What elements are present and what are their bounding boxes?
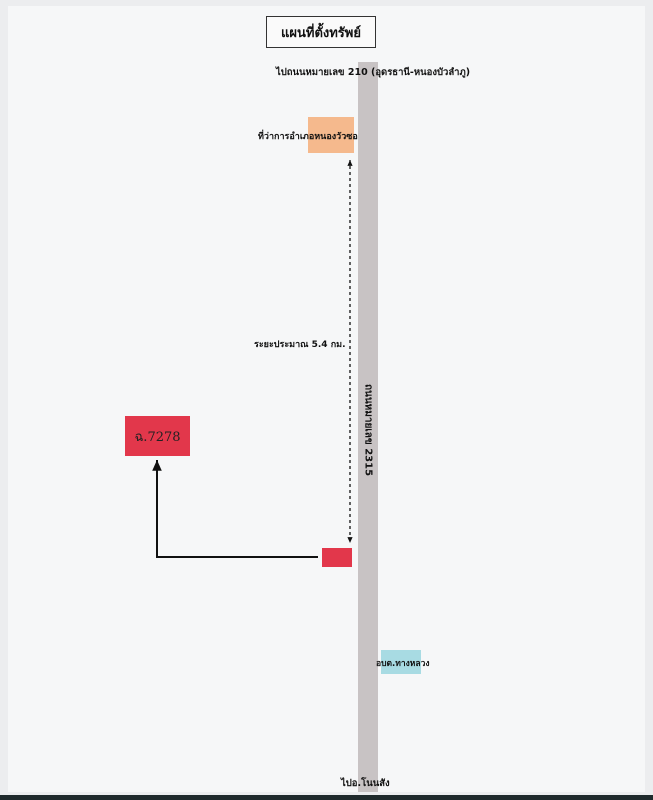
district-office-marker [308, 117, 354, 153]
subdistrict-office-label: อบต.ทางหลวง [376, 659, 430, 669]
map-title: แผนที่ตั้งทรัพย์ [266, 16, 376, 48]
bottom-edge [0, 795, 653, 800]
road-2315 [358, 62, 378, 792]
bottom-destination-label: ไปอ.โนนสัง [341, 778, 390, 789]
property-pointer-arrow [152, 460, 318, 558]
district-office-label: ที่ว่าการอำเภอหนองวัวซอ [258, 132, 358, 142]
subdistrict-office-marker [381, 650, 421, 674]
distance-label: ระยะประมาณ 5.4 กม. [254, 340, 346, 350]
property-deed-label: ฉ.7278 [125, 416, 190, 456]
property-marker [322, 548, 352, 567]
top-destination-label: ไปถนนหมายเลข 210 (อุดรธานี-หนองบัวลำภู) [276, 67, 471, 78]
